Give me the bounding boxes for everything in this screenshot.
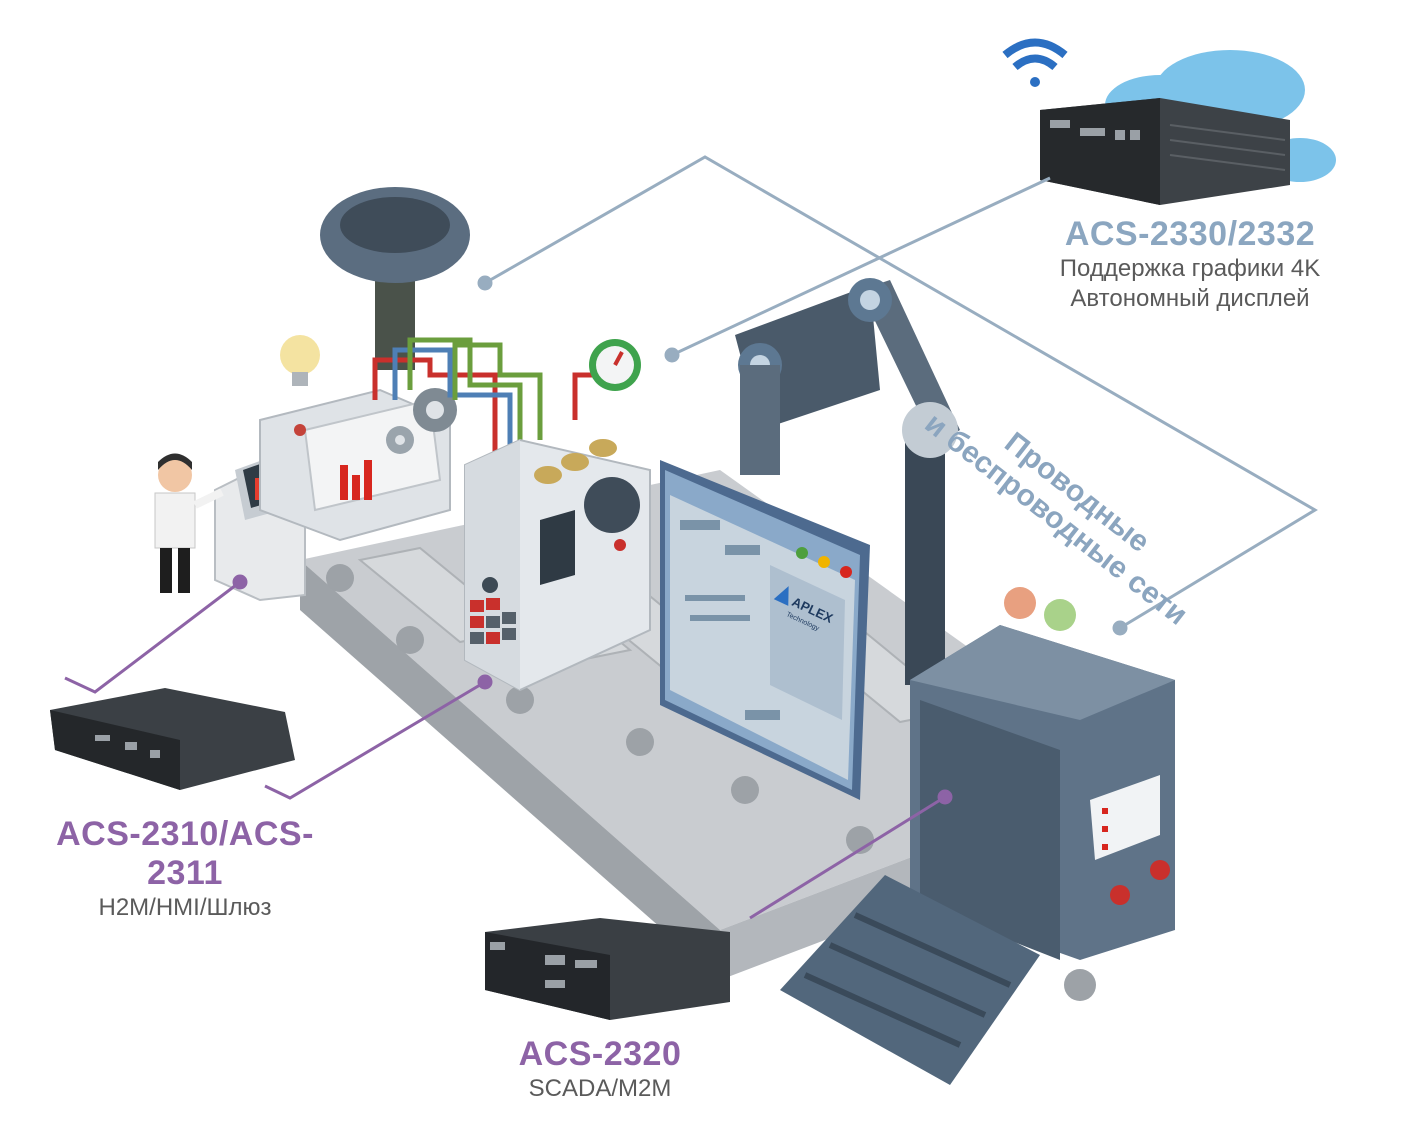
desc-acs-2320-line1: SCADA/M2M [528, 1075, 672, 1102]
funnel [320, 187, 470, 370]
device-acs-2330 [1040, 98, 1290, 205]
control-cabinet [464, 438, 651, 692]
output-machine [780, 587, 1175, 1085]
robot-arm [735, 278, 960, 685]
caption-acs-2320: ACS-2320 SCADA/M2M [490, 1035, 710, 1104]
device-acs-2320 [485, 918, 730, 1020]
gauge-icon [589, 339, 641, 391]
desc-acs-2330-line1: Поддержка графики 4K [1059, 255, 1321, 282]
screen-window [660, 460, 870, 800]
device-acs-2310 [50, 688, 295, 790]
model-acs-2330: ACS-2330/2332 [1064, 215, 1316, 253]
desc-acs-2310-line1: H2M/HMI/Шлюз [98, 894, 272, 921]
lightbulb-icon [1004, 587, 1036, 619]
checklist-icon [1102, 808, 1108, 850]
wifi-icon [1002, 38, 1068, 87]
desc-acs-2330-line2: Автономный дисплей [1070, 285, 1310, 312]
device-connectors [64, 574, 953, 920]
model-acs-2320: ACS-2320 [518, 1035, 682, 1073]
network-connectors [477, 155, 1318, 636]
caption-acs-2330: ACS-2330/2332 Поддержка графики 4K Автон… [1030, 215, 1350, 314]
processing-unit-1 [259, 388, 457, 542]
model-acs-2310: ACS-2310/ACS-2311 [56, 815, 314, 892]
lightbulb-icon [280, 335, 320, 386]
caption-acs-2310: ACS-2310/ACS-2311 H2M/HMI/Шлюз [20, 815, 350, 923]
operator-person [154, 453, 224, 593]
